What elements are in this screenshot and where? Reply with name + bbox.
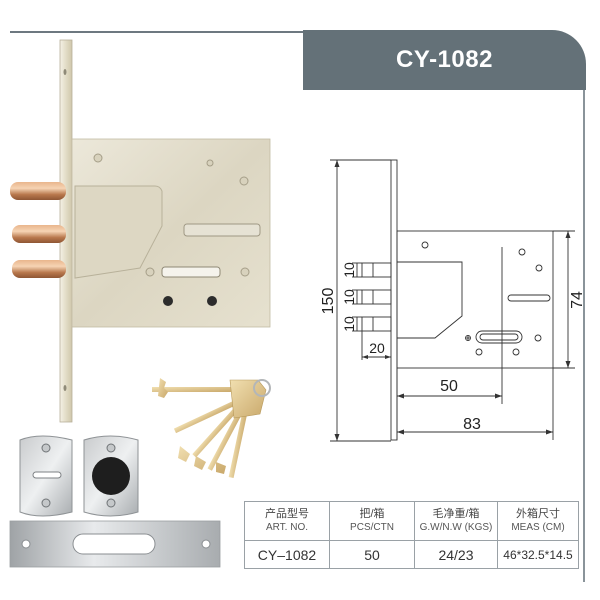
- lock-bolts: [10, 182, 66, 278]
- escutcheon-cover: [83, 435, 139, 517]
- header-pcs-ctn: 把/箱 PCS/CTN: [329, 501, 415, 541]
- strike-plate: [9, 520, 221, 568]
- top-divider: [10, 31, 310, 33]
- cell-meas: 46*32.5*14.5: [497, 540, 579, 569]
- cell-pcs-ctn: 50: [329, 540, 415, 569]
- lock-case: [71, 138, 271, 328]
- header-weight: 毛净重/箱 G.W/N.W (KGS): [414, 501, 498, 541]
- right-divider: [583, 90, 585, 582]
- escutcheon-keyhole: [19, 435, 73, 517]
- model-title: CY-1082: [396, 46, 493, 73]
- header-meas: 外箱尺寸 MEAS (CM): [497, 501, 579, 541]
- spec-table-row: CY–1082 50 24/23 46*32.5*14.5: [244, 540, 579, 569]
- header-art-no: 产品型号 ART. NO.: [244, 501, 330, 541]
- title-banner: [303, 30, 586, 90]
- key-bunch: [152, 378, 271, 479]
- cell-art-no: CY–1082: [244, 540, 330, 569]
- cell-weight: 24/23: [414, 540, 498, 569]
- spec-table-header-row: 产品型号 ART. NO. 把/箱 PCS/CTN 毛净重/箱 G.W/N.W …: [244, 501, 579, 541]
- spec-table: 产品型号 ART. NO. 把/箱 PCS/CTN 毛净重/箱 G.W/N.W …: [244, 501, 579, 569]
